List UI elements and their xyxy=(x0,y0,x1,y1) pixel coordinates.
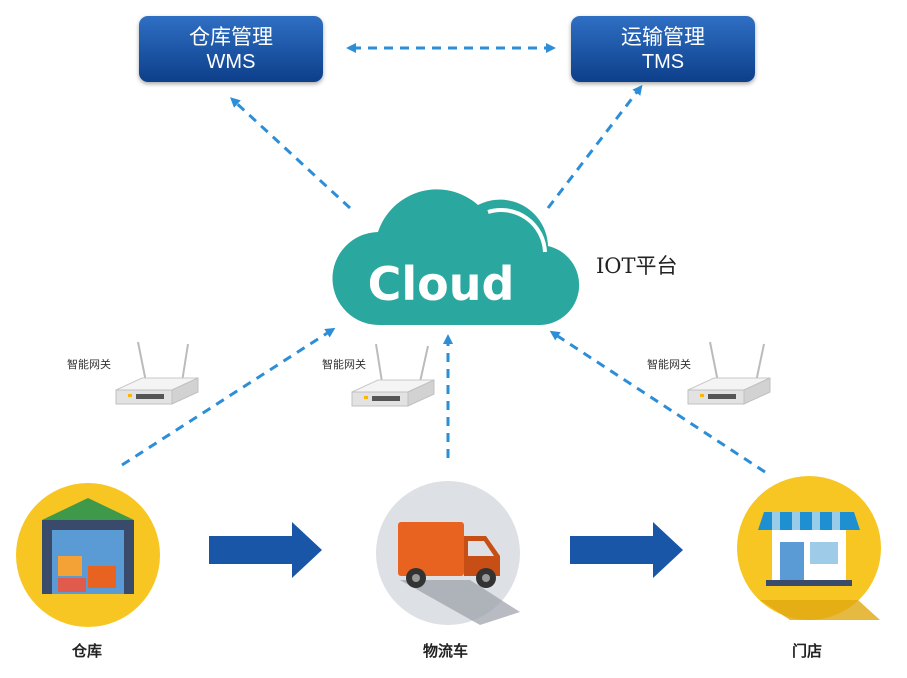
gateway-router-icon xyxy=(351,343,435,407)
store-to-cloud-arrow xyxy=(549,330,766,474)
warehouse-icon xyxy=(16,483,160,627)
cloud-label: Cloud xyxy=(368,257,515,311)
cloud-icon: Cloud xyxy=(332,189,580,326)
wms-title-en: WMS xyxy=(206,51,256,73)
gateway-label: 智能网关 xyxy=(322,358,366,371)
gateway-label: 智能网关 xyxy=(67,358,111,371)
storefront-icon xyxy=(737,476,881,620)
warehouse-label: 仓库 xyxy=(72,642,103,660)
cloud-to-tms-arrow xyxy=(546,84,643,209)
tms-title-en: TMS xyxy=(641,51,685,73)
truck-icon xyxy=(376,481,520,625)
gateway-router-icon xyxy=(115,341,199,405)
wms-title-cn: 仓库管理 xyxy=(189,25,273,49)
dashed-connectors xyxy=(121,43,766,474)
gateway-label: 智能网关 xyxy=(647,358,691,371)
cloud-to-wms-arrow xyxy=(230,97,352,210)
flow-arrow-warehouse-to-truck xyxy=(209,522,322,578)
truck-label: 物流车 xyxy=(423,642,469,660)
iot-platform-label: IOT平台 xyxy=(596,254,678,278)
wms-system-box: 仓库管理 WMS xyxy=(139,16,323,82)
tms-system-box: 运输管理 TMS xyxy=(571,16,755,82)
store-label: 门店 xyxy=(792,642,823,660)
flow-arrow-truck-to-store xyxy=(570,522,683,578)
warehouse-to-cloud-arrow xyxy=(121,327,336,467)
tms-title-cn: 运输管理 xyxy=(621,25,705,49)
gateway-router-icon xyxy=(687,341,771,405)
